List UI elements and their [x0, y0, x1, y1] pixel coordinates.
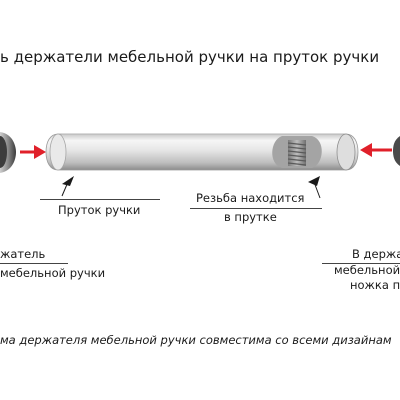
left-holder-label-line2: мебельной ручки: [0, 266, 106, 280]
diagram-title: ь держатели мебельной ручки на пруток ру…: [0, 48, 380, 66]
thread-label-line2: в прутке: [224, 210, 277, 224]
right-holder-label-line1: В держа: [352, 247, 400, 261]
right-holder-label-divider: [322, 263, 400, 264]
right-holder-label-line2: мебельной р: [334, 263, 400, 277]
thread-label-line1: Резьба находится: [196, 191, 305, 205]
thread-cutaway: [272, 136, 322, 168]
compatibility-note: ма держателя мебельной ручки совместима …: [0, 333, 392, 347]
right-holder-label-line3: ножка п: [350, 278, 400, 292]
left-holder-label-line1: жатель: [0, 247, 46, 261]
rod-pointer-arrow-icon: [61, 176, 74, 197]
left-holder-knob: [0, 132, 16, 173]
thread-label-divider: [190, 208, 322, 209]
right-holder-knob: [393, 136, 400, 166]
thread-pointer-arrow-icon: [308, 176, 321, 199]
rod-label: Пруток ручки: [58, 203, 141, 217]
left-holder-label-divider: [0, 263, 68, 264]
right-arrow-icon: [360, 143, 392, 157]
left-arrow-icon: [20, 145, 46, 159]
rod-label-underline: [40, 199, 160, 200]
